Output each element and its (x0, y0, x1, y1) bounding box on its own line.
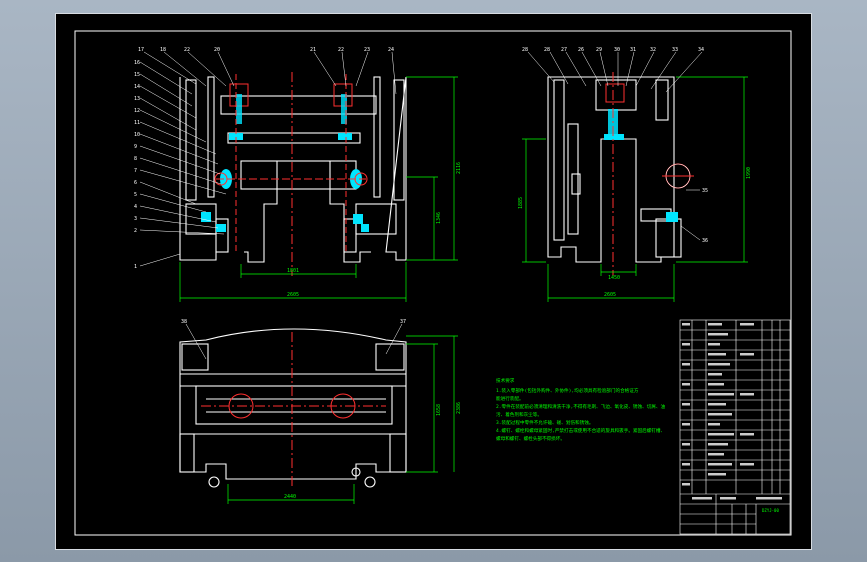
side-view-leaders (527, 51, 703, 241)
front-overall-width-dim: 2605 (287, 292, 299, 298)
part-label: 38 (181, 319, 187, 325)
note-line: 螺母和螺钉、螺栓头部不得损坏。 (496, 435, 565, 442)
side-bottom-width-dim: 2605 (604, 292, 616, 298)
part-label: 15 (134, 72, 140, 78)
part-label: 12 (134, 108, 140, 114)
part-label: 22 (338, 47, 344, 53)
drawing-frame: 1801 2605 2116 1346 17 18 22 20 21 22 (55, 13, 812, 550)
part-label: 18 (160, 47, 166, 53)
side-right-height-dim: 1990 (746, 167, 752, 179)
part-label: 17 (138, 47, 144, 53)
front-view-dimensions (179, 76, 458, 302)
part-label: 6 (134, 180, 137, 186)
part-label: 27 (561, 47, 567, 53)
part-label: 1 (134, 264, 137, 270)
part-label: 31 (630, 47, 636, 53)
note-line: 2.零件在装配前必须清理和清洗干净,不得有毛刺、飞边、氧化皮、锈蚀、切屑、油 (496, 403, 665, 410)
title-block (679, 319, 791, 535)
part-label: 29 (596, 47, 602, 53)
inner-border (74, 30, 792, 536)
side-view-part-labels: 28 28 27 26 29 30 31 32 33 34 35 36 (522, 47, 708, 244)
side-view-components (604, 72, 694, 276)
top-inner-height-dim: 1658 (436, 404, 442, 416)
notes-heading: 技术要求 (496, 377, 515, 384)
note-line: 1.装入零部件(包括外购件、外协件),均必须具有检验部门的合格证方 (496, 387, 639, 394)
top-view-components (201, 332, 386, 489)
part-label: 21 (310, 47, 316, 53)
part-label: 9 (134, 144, 137, 150)
part-label: 22 (184, 47, 190, 53)
top-view-dimensions (227, 335, 458, 504)
front-inner-width-dim: 1801 (287, 268, 299, 274)
part-label: 20 (214, 47, 220, 53)
front-view-part-labels-top: 17 18 22 20 21 22 23 24 (138, 47, 394, 53)
note-line: 4.螺钉、螺栓和螺母紧固时,严禁打击或使用不合适的旋具和扳手。紧固后螺钉槽、 (496, 427, 665, 434)
part-label: 32 (650, 47, 656, 53)
cad-drawing: 1801 2605 2116 1346 17 18 22 20 21 22 (74, 30, 792, 536)
part-label: 10 (134, 132, 140, 138)
part-label: 28 (522, 47, 528, 53)
part-label: 24 (388, 47, 394, 53)
part-label: 11 (134, 120, 140, 126)
top-width-dim: 2440 (284, 494, 296, 500)
technical-notes: 技术要求 1.装入零部件(包括外购件、外协件),均必须具有检验部门的合格证方 能… (496, 377, 665, 442)
part-label: 34 (698, 47, 704, 53)
part-label: 35 (702, 188, 708, 194)
part-label: 28 (544, 47, 550, 53)
part-label: 7 (134, 168, 137, 174)
front-partial-height-dim: 1346 (436, 212, 442, 224)
part-label: 33 (672, 47, 678, 53)
side-view (547, 76, 682, 263)
front-view (179, 76, 407, 263)
title-block-fills (682, 323, 782, 500)
front-view-components (201, 72, 369, 276)
part-label: 37 (400, 319, 406, 325)
top-outer-height-dim: 2386 (456, 402, 462, 414)
part-label: 13 (134, 96, 140, 102)
part-label: 5 (134, 192, 137, 198)
side-left-height-dim: 1885 (518, 197, 524, 209)
part-label: 26 (578, 47, 584, 53)
part-label: 30 (614, 47, 620, 53)
front-view-part-labels-left: 16 15 14 13 12 11 10 9 8 7 6 5 4 3 2 1 (134, 60, 140, 270)
part-label: 4 (134, 204, 137, 210)
top-view (179, 328, 407, 488)
front-overall-height-dim: 2116 (456, 162, 462, 174)
note-line: 3.装配过程中零件不允许磕、碰、划伤和锈蚀。 (496, 419, 593, 426)
drawing-number: DZYJ-00 (762, 508, 779, 513)
side-view-dimensions (522, 76, 748, 302)
front-view-leaders (139, 51, 397, 267)
part-label: 14 (134, 84, 140, 90)
part-label: 36 (702, 238, 708, 244)
part-label: 3 (134, 216, 137, 222)
part-label: 16 (134, 60, 140, 66)
note-line: 污、着色剂和灰尘等。 (496, 411, 542, 418)
part-label: 23 (364, 47, 370, 53)
part-label: 8 (134, 156, 137, 162)
side-inner-width-dim: 1450 (608, 275, 620, 281)
note-line: 能进行装配。 (496, 395, 524, 402)
part-label: 2 (134, 228, 137, 234)
